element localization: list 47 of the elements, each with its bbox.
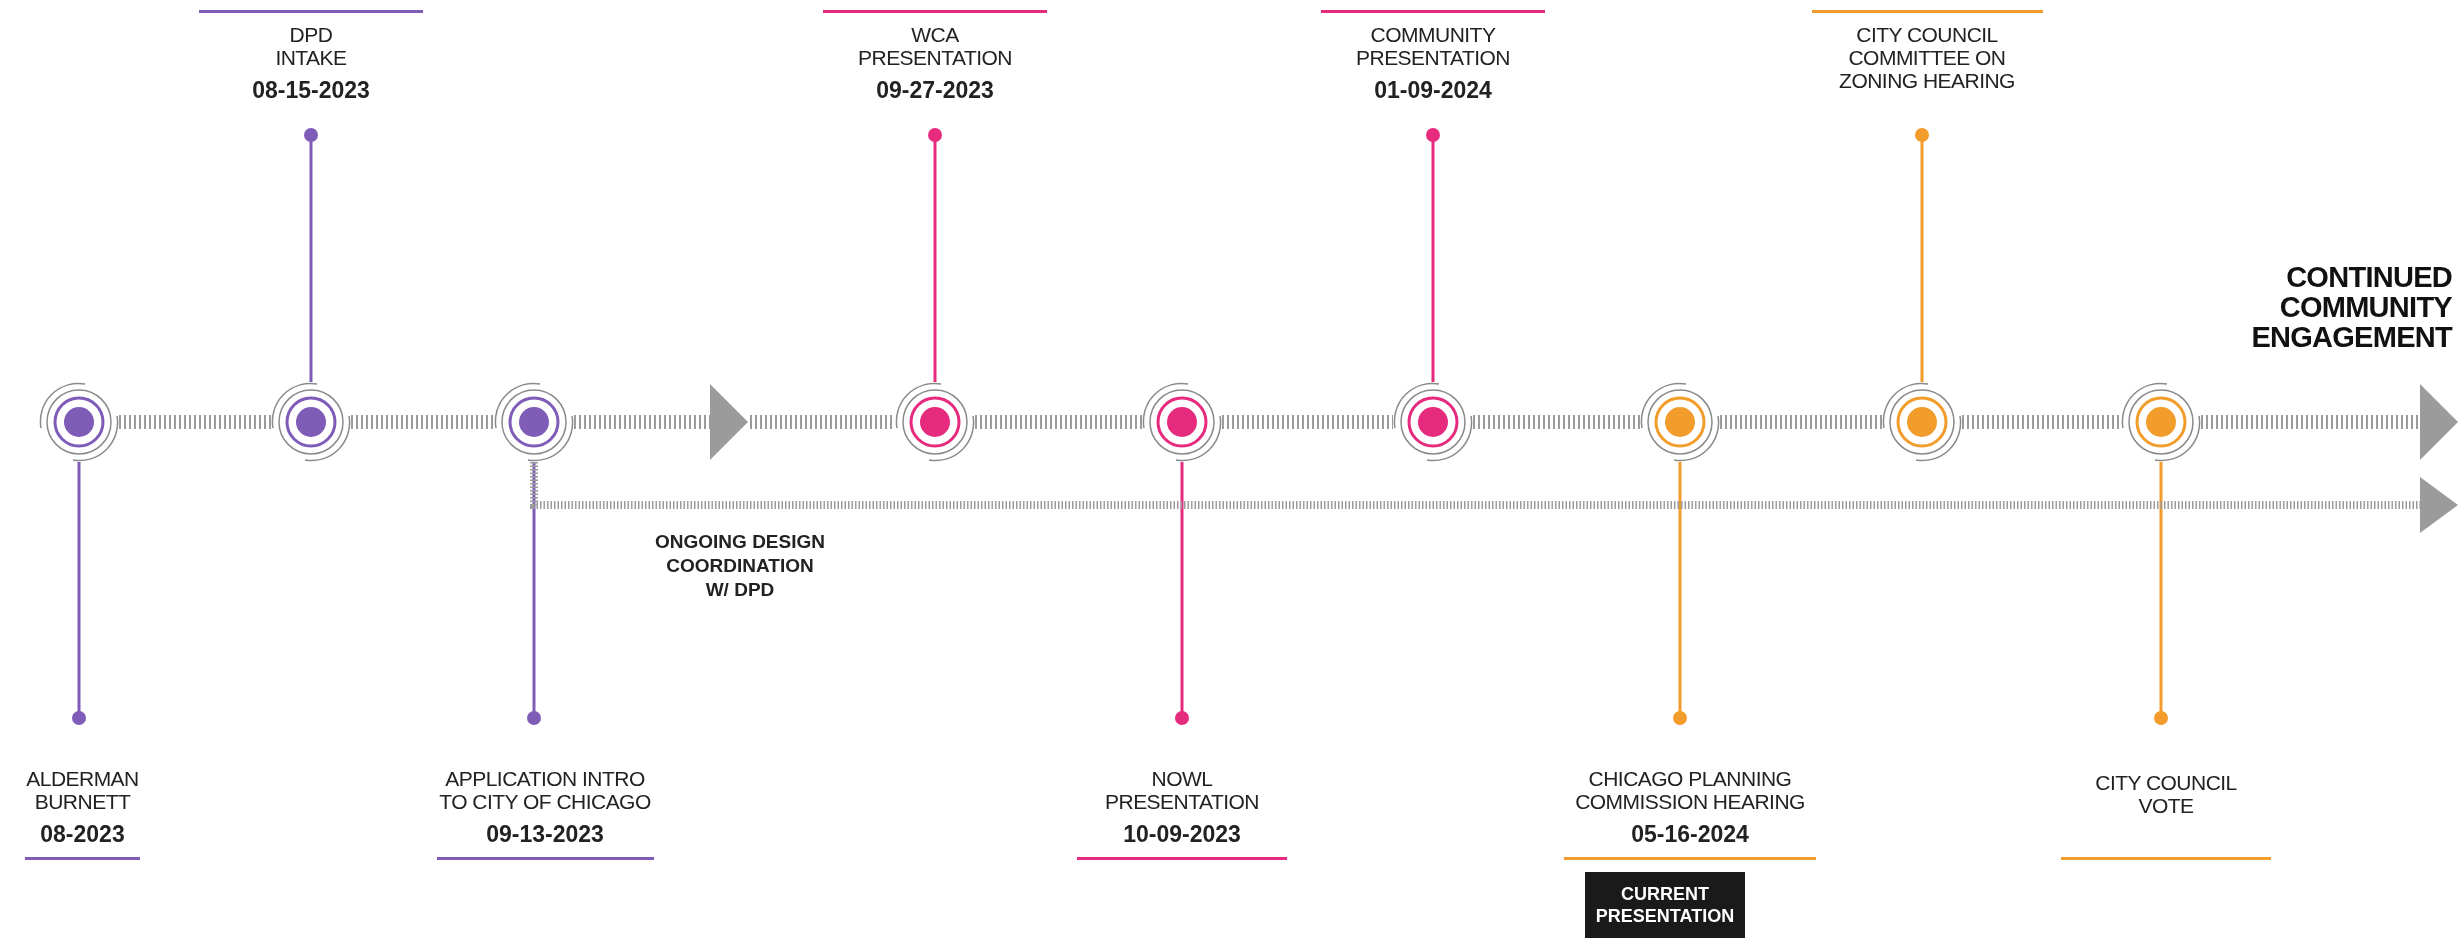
milestone-target: [895, 382, 975, 462]
timeline-line: [1720, 415, 1882, 429]
leader-line: [1426, 128, 1440, 382]
leader-line: [1915, 128, 1929, 382]
timeline-line: [1222, 415, 1393, 429]
milestone-target: [1640, 382, 1720, 462]
milestone-target: [1142, 382, 1222, 462]
leader-line: [2154, 462, 2168, 725]
milestone-title: CHICAGO PLANNING COMMISSION HEARING: [1574, 767, 1806, 813]
leader-line: [72, 462, 86, 725]
milestone-title: APPLICATION INTRO TO CITY OF CHICAGO: [438, 767, 652, 813]
milestone-target: [39, 382, 119, 462]
milestone-title: WCA PRESENTATION: [857, 23, 1013, 69]
milestone-date: 09-27-2023: [876, 77, 994, 103]
annotation-text: CONTINUED COMMUNITY ENGAGEMENT: [2250, 262, 2452, 352]
milestone-date: 01-09-2024: [1374, 77, 1492, 103]
timeline-line: [1473, 415, 1640, 429]
annotation-text: ONGOING DESIGN COORDINATION W/ DPD: [655, 530, 825, 602]
milestone-target: [494, 382, 574, 462]
milestone-target: [271, 382, 351, 462]
milestone-date: 09-13-2023: [486, 821, 604, 847]
timeline-line: [750, 415, 895, 429]
milestone-title: COMMUNITY PRESENTATION: [1355, 23, 1511, 69]
milestone-title: CITY COUNCIL COMMITTEE ON ZONING HEARING: [1838, 23, 2016, 92]
milestone-date: 08-2023: [40, 821, 125, 847]
timeline-line: [351, 415, 494, 429]
leader-line: [1175, 462, 1189, 725]
milestone-date: 08-15-2023: [252, 77, 370, 103]
leader-line: [304, 128, 318, 382]
timeline-line: [975, 415, 1142, 429]
timeline-line: [1962, 415, 2121, 429]
timeline-line: [574, 384, 748, 460]
milestone-date: 10-09-2023: [1123, 821, 1241, 847]
milestone-title: CITY COUNCIL VOTE: [2094, 771, 2238, 817]
milestone-target: [1882, 382, 1962, 462]
milestone-target: [1393, 382, 1473, 462]
leader-line: [527, 462, 541, 725]
leader-line: [1673, 462, 1687, 725]
milestone-date: 05-16-2024: [1631, 821, 1749, 847]
milestone-target: [2121, 382, 2201, 462]
milestone-title: ALDERMAN BURNETT: [25, 767, 140, 813]
current-presentation-tag: CURRENT PRESENTATION: [1585, 872, 1745, 938]
timeline-line: [2201, 384, 2458, 460]
milestone-title: DPD INTAKE: [274, 23, 348, 69]
timeline-line: [119, 415, 271, 429]
milestone-title: NOWL PRESENTATION: [1104, 767, 1260, 813]
leader-line: [928, 128, 942, 382]
